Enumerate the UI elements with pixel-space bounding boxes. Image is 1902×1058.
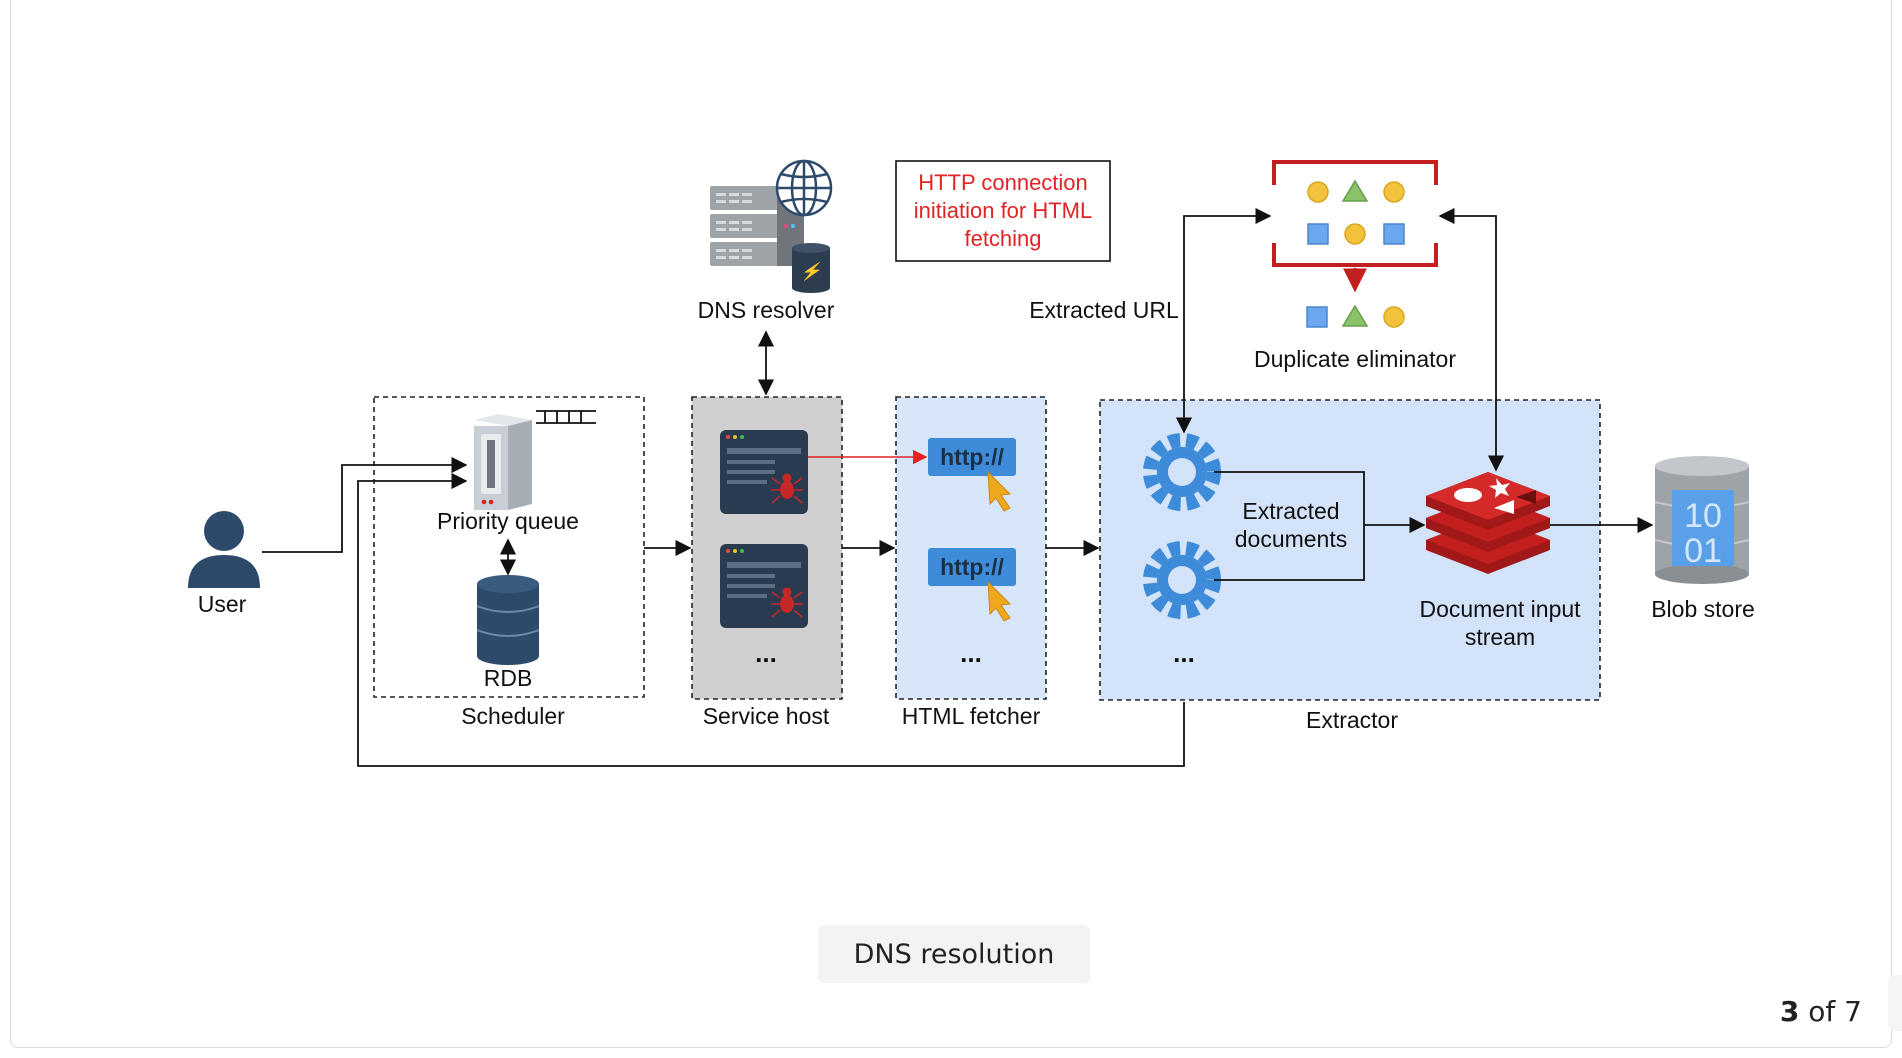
document-input-stream-line2: stream (1465, 624, 1535, 650)
queue-icon (536, 410, 596, 424)
user-icon (188, 511, 260, 588)
extracted-documents-line1: Extracted (1242, 498, 1339, 524)
counter-separator: of (1808, 995, 1836, 1028)
http-note-box (895, 160, 1111, 262)
svg-text:http://: http:// (940, 444, 1004, 470)
deduplicated-shapes-icon (1306, 304, 1405, 328)
crawler-window-icon (720, 430, 808, 514)
slide-counter: 3 of 7 (1780, 995, 1862, 1028)
blob-store-label: Blob store (1651, 596, 1755, 622)
extracted-documents-line2: documents (1235, 526, 1348, 552)
svg-text:http://: http:// (940, 554, 1004, 580)
rdb-label: RDB (484, 665, 533, 691)
html-fetcher-label: HTML fetcher (902, 703, 1041, 729)
blob-store-icon: 10 01 (1654, 456, 1750, 584)
total-slides: 7 (1844, 995, 1862, 1028)
service-host-label: Service host (703, 703, 830, 729)
extractor-label: Extractor (1306, 707, 1398, 733)
svg-text:01: 01 (1684, 532, 1722, 570)
document-input-stream-line1: Document input (1419, 596, 1581, 622)
shape-set-icon (1307, 179, 1405, 245)
priority-queue-label: Priority queue (437, 508, 579, 534)
dns-resolver-label: DNS resolver (698, 297, 835, 323)
gear-icon (1143, 433, 1221, 511)
slide-caption: DNS resolution (818, 925, 1090, 983)
http-note-line1: HTTP connection (918, 170, 1088, 195)
duplicate-eliminator-label: Duplicate eliminator (1254, 346, 1456, 372)
extracted-url-arrow (1175, 207, 1272, 434)
dedup-stream-arrow (1438, 207, 1505, 472)
gear-icon-2 (1143, 541, 1221, 619)
http-cursor-icon-2: http:// (928, 548, 1016, 622)
user-label: User (198, 591, 247, 617)
html-fetcher-ellipsis: ... (960, 638, 982, 668)
next-slide-tab[interactable] (1888, 975, 1902, 1031)
svg-text:⚡: ⚡ (800, 261, 822, 282)
gears-to-stream-connector (1214, 471, 1365, 581)
database-icon (476, 575, 540, 665)
service-host-ellipsis: ... (755, 638, 777, 668)
svg-text:10: 10 (1684, 497, 1722, 535)
server-tower-icon (474, 414, 532, 510)
http-cursor-icon: http:// (928, 438, 1016, 512)
redis-stack-icon (1426, 472, 1550, 574)
crawler-window-icon-2 (720, 544, 808, 628)
http-note-line3: fetching (964, 226, 1041, 251)
extracted-url-label: Extracted URL (1029, 297, 1179, 323)
scheduler-label: Scheduler (461, 703, 565, 729)
extractor-ellipsis: ... (1173, 638, 1195, 668)
globe-icon (775, 159, 833, 217)
duplicate-eliminator-bracket (1272, 160, 1438, 267)
user-to-queue-arrow (262, 456, 468, 553)
extractor-feedback-arrow (357, 472, 1185, 767)
current-slide: 3 (1779, 995, 1800, 1028)
storage-cylinder-icon: ⚡ (792, 243, 830, 293)
http-note-line2: initiation for HTML (914, 198, 1093, 223)
